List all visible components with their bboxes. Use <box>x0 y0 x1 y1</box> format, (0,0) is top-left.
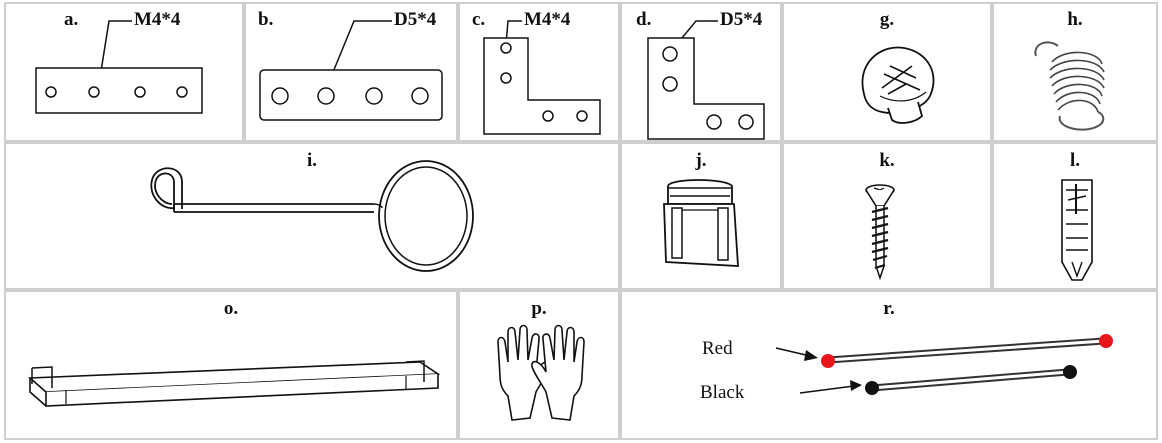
part-c-spec: M4*4 <box>524 9 571 30</box>
part-i-label: i. <box>306 150 318 171</box>
part-b-cell: b. D5*4 <box>244 2 458 142</box>
part-p-cell: p. <box>458 290 620 440</box>
countersunk-wood-screw-icon <box>865 184 895 281</box>
part-i-cell: i. <box>4 142 620 290</box>
part-d-label: d. <box>636 9 652 30</box>
part-d-spec: D5*4 <box>720 9 763 30</box>
part-h-cell: h. <box>992 2 1158 142</box>
part-r-cell: r. Red Black <box>620 290 1158 440</box>
part-g-label: g. <box>879 9 895 30</box>
part-c-label: c. <box>472 9 486 30</box>
led-driver-box-icon <box>27 360 441 407</box>
flat-plate-4hole-large-icon <box>259 20 443 121</box>
connection-wires-icon <box>775 334 1113 395</box>
part-g-cell: g. <box>782 2 992 142</box>
part-r-label: r. <box>883 298 895 319</box>
l-bracket-large-icon <box>647 20 765 140</box>
part-d-cell: d. D5*4 <box>620 2 782 142</box>
wall-anchor-icon <box>1061 179 1093 281</box>
part-a-label: a. <box>64 9 79 30</box>
part-b-spec: D5*4 <box>394 9 437 30</box>
flat-plate-4hole-icon <box>35 20 203 114</box>
wire-black-label: Black <box>700 382 745 403</box>
gloves-icon <box>497 324 585 421</box>
clip-bracket-icon <box>663 179 739 267</box>
part-j-label: j. <box>695 150 707 171</box>
part-j-cell: j. <box>620 142 782 290</box>
part-a-spec: M4*4 <box>134 9 181 30</box>
part-l-label: l. <box>1069 150 1081 171</box>
mushroom-head-screw-icon <box>861 46 935 124</box>
l-bracket-icon <box>483 20 601 135</box>
coil-spring-icon <box>1034 41 1105 131</box>
part-c-cell: c. M4*4 <box>458 2 620 142</box>
part-h-label: h. <box>1067 9 1083 30</box>
part-k-cell: k. <box>782 142 992 290</box>
wire-red-label: Red <box>702 338 733 359</box>
hook-rod-ring-icon <box>150 160 474 272</box>
part-k-label: k. <box>879 150 895 171</box>
part-l-cell: l. <box>992 142 1158 290</box>
part-p-label: p. <box>531 298 547 319</box>
part-b-label: b. <box>258 9 274 30</box>
part-a-cell: a. M4*4 <box>4 2 244 142</box>
part-o-cell: o. <box>4 290 458 440</box>
part-o-label: o. <box>223 298 239 319</box>
